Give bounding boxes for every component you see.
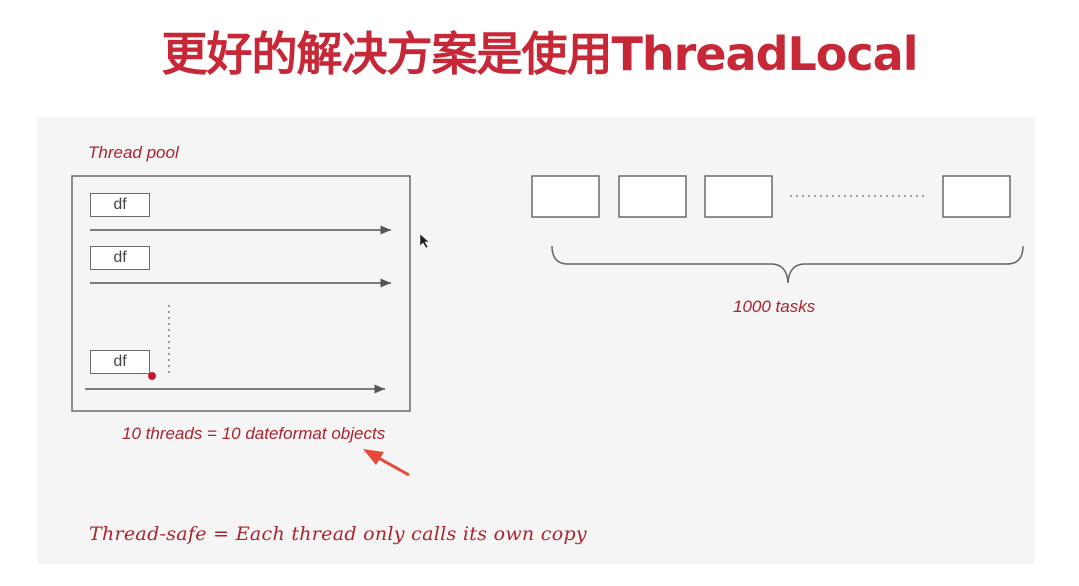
task-box-3 [704, 175, 773, 218]
thread-pool-label: Thread pool [88, 143, 179, 162]
thread-pool-box [71, 175, 411, 412]
task-box-1 [531, 175, 600, 218]
tasks-label: 1000 tasks [733, 297, 816, 316]
diagram-canvas [71, 175, 1024, 477]
diagram-slide: Thread pool df df df 10 threads = 10 dat… [37, 117, 1035, 564]
df-box-1: df [90, 193, 150, 217]
thread-safe-note: Thread-safe = Each thread only calls its… [89, 523, 587, 545]
annotation-arrow [363, 449, 410, 477]
threads-caption: 10 threads = 10 dateformat objects [122, 424, 386, 443]
task-box-2 [618, 175, 687, 218]
slide-title: 更好的解决方案是使用ThreadLocal [161, 27, 919, 81]
task-box-last [942, 175, 1011, 218]
red-dot-marker [148, 372, 156, 380]
tasks-brace [551, 245, 1024, 284]
df-box-3: df [90, 350, 150, 374]
df-box-2: df [90, 246, 150, 270]
mouse-cursor-icon [419, 233, 430, 249]
